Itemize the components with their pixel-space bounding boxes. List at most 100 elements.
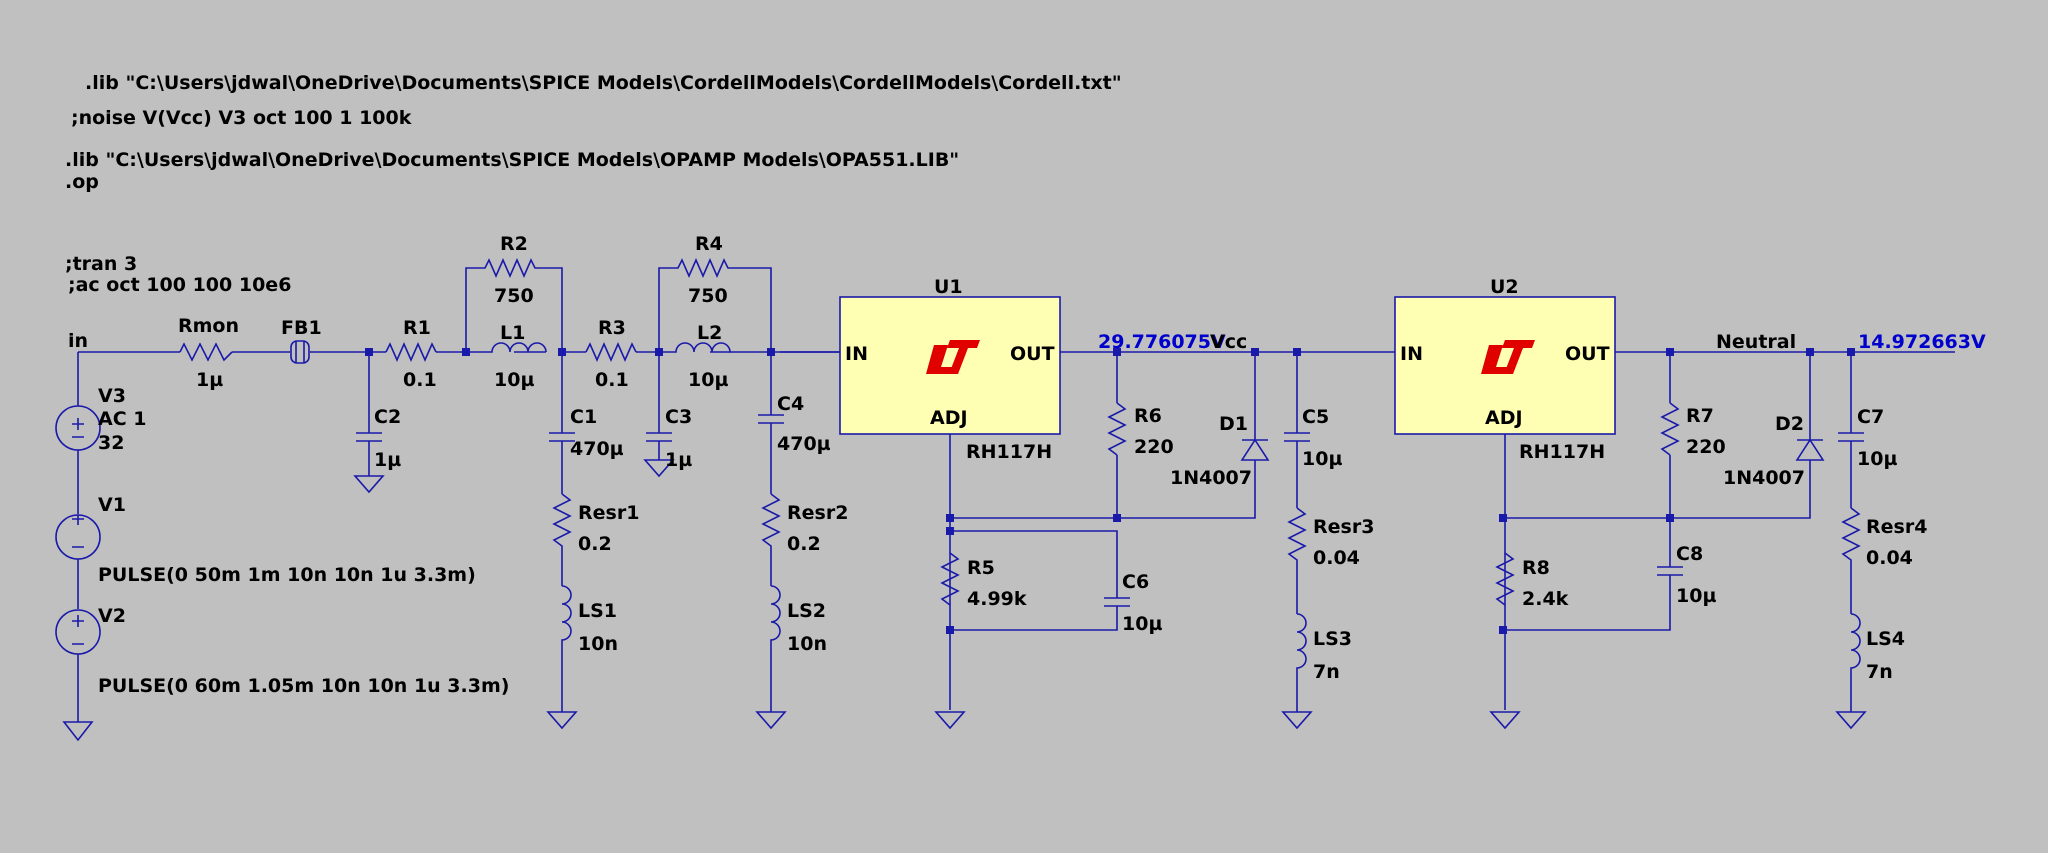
r3-value: 0.1 — [595, 369, 629, 391]
l1-name: L1 — [500, 322, 525, 344]
resr4-name: Resr4 — [1866, 516, 1927, 538]
resistor-r1[interactable] — [385, 342, 437, 362]
ferrite-bead-fb1[interactable] — [290, 340, 310, 364]
inductor-ls1[interactable] — [546, 585, 578, 730]
capacitor-c8[interactable] — [1505, 518, 1683, 631]
c4-value: 470µ — [777, 433, 831, 455]
regulator-u2[interactable] — [1394, 296, 1616, 435]
u1-name: U1 — [934, 276, 963, 298]
resistor-r6[interactable] — [1107, 402, 1127, 456]
c4-name: C4 — [777, 393, 804, 415]
source-stack[interactable] — [55, 352, 101, 742]
d1-name: D1 — [1219, 413, 1248, 435]
net-label-vcc: Vcc — [1210, 331, 1247, 353]
v2-name: V2 — [98, 605, 126, 627]
net-label-in: in — [68, 330, 88, 352]
c7-value: 10µ — [1857, 448, 1897, 470]
inductor-l1[interactable] — [466, 342, 547, 353]
diode-d1[interactable] — [1240, 438, 1270, 488]
capacitor-c1[interactable] — [549, 352, 575, 494]
resistor-resr2[interactable] — [761, 493, 781, 586]
u1-model: RH117H — [966, 441, 1052, 463]
resr3-value: 0.04 — [1313, 547, 1360, 569]
vcc-voltage-readout[interactable]: 29.776075V — [1098, 331, 1226, 353]
rmon-name: Rmon — [178, 315, 239, 337]
c2-value: 1µ — [374, 449, 401, 471]
l2-value: 10µ — [688, 369, 728, 391]
v1-name: V1 — [98, 494, 126, 516]
resr1-name: Resr1 — [578, 502, 639, 524]
fb1-name: FB1 — [281, 317, 322, 339]
u2-adj-pin: ADJ — [1485, 407, 1523, 429]
r6-name: R6 — [1134, 405, 1162, 427]
ls4-name: LS4 — [1866, 628, 1905, 650]
rmon-value: 1µ — [196, 369, 223, 391]
inductor-ls3[interactable] — [1281, 613, 1313, 730]
v3-ac: AC 1 — [98, 408, 146, 430]
u2-model: RH117H — [1519, 441, 1605, 463]
ls3-name: LS3 — [1313, 628, 1352, 650]
u1-adjust-network[interactable] — [934, 352, 1256, 730]
resistor-r2[interactable] — [465, 258, 563, 352]
v3-name: V3 — [98, 385, 126, 407]
d2-name: D2 — [1775, 413, 1804, 435]
capacitor-c7[interactable] — [1838, 352, 1864, 508]
capacitor-c4[interactable] — [758, 352, 784, 494]
inductor-l2[interactable] — [668, 342, 767, 353]
r7-value: 220 — [1686, 436, 1726, 458]
ls2-value: 10n — [787, 633, 827, 655]
ls1-value: 10n — [578, 633, 618, 655]
resistor-r5[interactable] — [940, 552, 960, 606]
directive-noise[interactable]: ;noise V(Vcc) V3 oct 100 1 100k — [71, 107, 412, 129]
directive-lib-opa[interactable]: .lib "C:\Users\jdwal\OneDrive\Documents\… — [65, 149, 959, 171]
r5-value: 4.99k — [967, 588, 1027, 610]
u1-adj-pin: ADJ — [930, 407, 968, 429]
r6-value: 220 — [1134, 436, 1174, 458]
u1-out-pin: OUT — [1010, 343, 1055, 365]
c2-name: C2 — [374, 406, 401, 428]
diode-d2[interactable] — [1795, 438, 1825, 461]
resistor-r4[interactable] — [658, 258, 772, 352]
r2-value: 750 — [494, 285, 534, 307]
directive-lib-cordell[interactable]: .lib "C:\Users\jdwal\OneDrive\Documents\… — [85, 72, 1122, 94]
r5-name: R5 — [967, 557, 995, 579]
capacitor-c2[interactable] — [353, 352, 385, 494]
r8-name: R8 — [1522, 557, 1550, 579]
r2-name: R2 — [500, 233, 528, 255]
c7-name: C7 — [1857, 406, 1884, 428]
capacitor-c6[interactable] — [950, 530, 1130, 631]
regulator-u1[interactable] — [839, 296, 1061, 435]
resistor-rmon[interactable] — [179, 342, 233, 362]
directive-tran[interactable]: ;tran 3 — [65, 253, 137, 275]
v2-value: PULSE(0 60m 1.05m 10n 10n 1u 3.3m) — [98, 675, 509, 697]
d1-value: 1N4007 — [1170, 467, 1252, 489]
d2-value: 1N4007 — [1723, 467, 1805, 489]
resistor-resr1[interactable] — [552, 493, 572, 586]
directive-op[interactable]: .op — [65, 171, 99, 193]
resr4-value: 0.04 — [1866, 547, 1913, 569]
neutral-voltage-readout[interactable]: 14.972663V — [1858, 331, 1986, 353]
resistor-r7[interactable] — [1660, 402, 1680, 456]
r3-name: R3 — [598, 317, 626, 339]
u2-adjust-network[interactable] — [1489, 352, 1811, 730]
l1-value: 10µ — [494, 369, 534, 391]
inductor-ls4[interactable] — [1835, 613, 1867, 730]
junctions — [365, 348, 1855, 634]
c3-name: C3 — [665, 406, 692, 428]
capacitor-c3[interactable] — [643, 352, 675, 478]
c5-name: C5 — [1302, 406, 1329, 428]
capacitor-c5[interactable] — [1284, 352, 1310, 508]
directive-ac[interactable]: ;ac oct 100 100 10e6 — [68, 274, 291, 296]
resistor-resr4[interactable] — [1841, 507, 1861, 614]
inductor-ls2[interactable] — [755, 585, 787, 730]
v1-value: PULSE(0 50m 1m 10n 10n 1u 3.3m) — [98, 564, 476, 586]
resistor-r3[interactable] — [566, 342, 637, 362]
resistor-resr3[interactable] — [1287, 507, 1307, 614]
resr1-value: 0.2 — [578, 533, 612, 555]
net-label-neutral: Neutral — [1716, 331, 1796, 353]
c1-name: C1 — [570, 406, 597, 428]
ls2-name: LS2 — [787, 600, 826, 622]
r1-value: 0.1 — [403, 369, 437, 391]
resistor-r8[interactable] — [1495, 552, 1515, 606]
